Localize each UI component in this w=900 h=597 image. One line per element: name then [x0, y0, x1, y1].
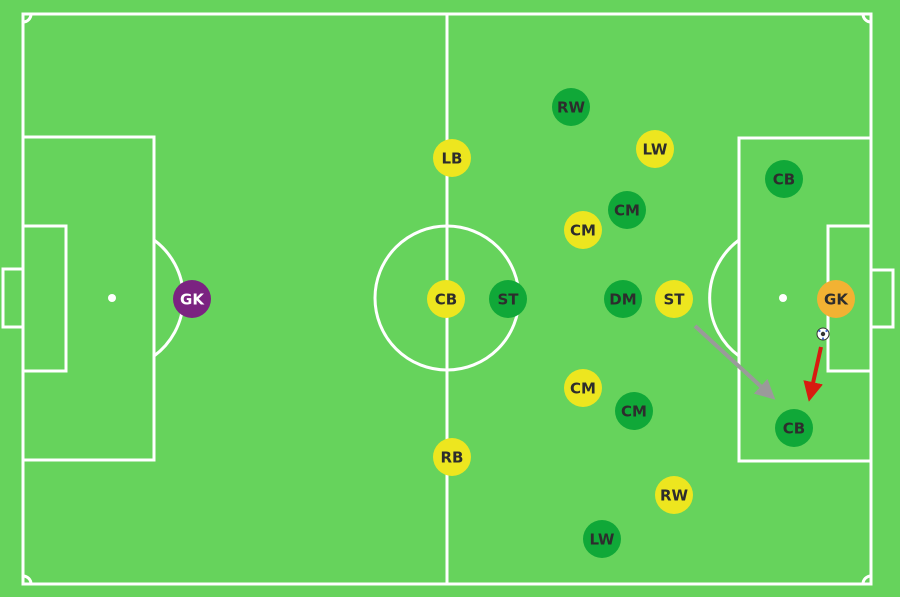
left-goal: [1, 267, 25, 329]
player-token[interactable]: [583, 520, 621, 558]
player-label: CM: [570, 222, 596, 240]
player-label: CB: [435, 291, 457, 309]
player-token[interactable]: [615, 392, 653, 430]
run-arrow: [693, 324, 776, 400]
right-goal: [869, 268, 895, 329]
player-label: RW: [660, 487, 689, 505]
player-label: ST: [497, 291, 519, 309]
player-gk-left[interactable]: GK: [173, 280, 211, 318]
player-token[interactable]: [427, 280, 465, 318]
player-label: CB: [783, 420, 805, 438]
player-label: RW: [557, 99, 586, 117]
player-label: RB: [441, 449, 464, 467]
player-token[interactable]: [765, 160, 803, 198]
player-token[interactable]: [655, 280, 693, 318]
player-green-st[interactable]: ST: [489, 280, 527, 318]
player-label: LB: [442, 150, 463, 168]
corner-arc-bottom-left: [22, 574, 33, 585]
player-token[interactable]: [173, 280, 211, 318]
player-green-cb-top[interactable]: CB: [765, 160, 803, 198]
right-penalty-arc: [708, 238, 740, 358]
player-gk-right[interactable]: GK: [817, 280, 855, 318]
player-yellow-lb[interactable]: LB: [433, 139, 471, 177]
player-label: CM: [570, 380, 596, 398]
player-green-cm-bottom[interactable]: CM: [615, 392, 653, 430]
player-token[interactable]: [489, 280, 527, 318]
player-token[interactable]: [433, 139, 471, 177]
player-yellow-cm-bottom[interactable]: CM: [564, 369, 602, 407]
player-yellow-st[interactable]: ST: [655, 280, 693, 318]
player-token[interactable]: [636, 130, 674, 168]
player-green-cm-top[interactable]: CM: [608, 191, 646, 229]
player-yellow-cm-top[interactable]: CM: [564, 211, 602, 249]
corner-arc-bottom-right: [861, 574, 872, 585]
player-green-cb-bottom[interactable]: CB: [775, 409, 813, 447]
player-token[interactable]: [608, 191, 646, 229]
player-token[interactable]: [775, 409, 813, 447]
player-green-dm[interactable]: DM: [604, 280, 642, 318]
players: LB CB RB LW CM ST CM RW RW CM ST DM CM LW CB CB GK GK: [173, 88, 855, 558]
player-green-rw[interactable]: RW: [552, 88, 590, 126]
player-label: GK: [180, 291, 205, 309]
player-label: CM: [621, 403, 647, 421]
corner-arc-top-left: [22, 13, 33, 24]
soccer-ball-icon[interactable]: [816, 327, 830, 341]
player-token[interactable]: [655, 476, 693, 514]
player-yellow-cb[interactable]: CB: [427, 280, 465, 318]
player-label: ST: [663, 291, 685, 309]
player-yellow-lw[interactable]: LW: [636, 130, 674, 168]
player-label: LW: [643, 141, 668, 159]
player-token[interactable]: [564, 211, 602, 249]
player-token[interactable]: [552, 88, 590, 126]
player-token[interactable]: [433, 438, 471, 476]
right-penalty-spot: [779, 294, 787, 302]
pass-arrow: [803, 346, 823, 402]
corner-arc-top-right: [861, 13, 872, 24]
player-yellow-rb[interactable]: RB: [433, 438, 471, 476]
player-token[interactable]: [604, 280, 642, 318]
player-green-lw[interactable]: LW: [583, 520, 621, 558]
player-label: CB: [773, 171, 795, 189]
player-yellow-rw[interactable]: RW: [655, 476, 693, 514]
left-penalty-spot: [108, 294, 116, 302]
player-label: LW: [590, 531, 615, 549]
player-token[interactable]: [564, 369, 602, 407]
player-label: CM: [614, 202, 640, 220]
player-token[interactable]: [817, 280, 855, 318]
player-label: GK: [824, 291, 849, 309]
player-label: DM: [609, 291, 636, 309]
